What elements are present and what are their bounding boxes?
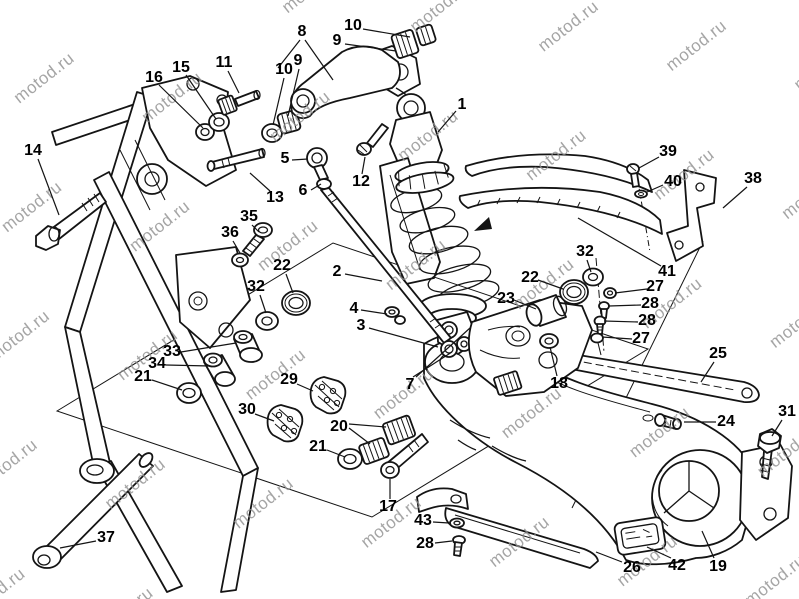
bolt-14: [35, 192, 107, 251]
bolt-11: [217, 89, 261, 116]
cap-18: [539, 333, 559, 349]
bearing-22-left: [281, 290, 311, 316]
bracket-38: [666, 169, 717, 262]
bushing-33: [233, 330, 263, 363]
seal-32-left: [255, 311, 279, 331]
screw-39: [626, 163, 640, 188]
bolt-17: [380, 433, 429, 479]
washer-36: [231, 252, 249, 268]
sleeve-34: [203, 352, 236, 387]
bolt-35: [242, 222, 273, 257]
washer-43: [449, 517, 465, 529]
bolt-28-bottom: [452, 535, 466, 557]
bolt-24: [654, 413, 682, 430]
seal-32-right: [582, 267, 604, 287]
rod-37: [32, 452, 154, 569]
washer-40: [634, 189, 648, 199]
pin-13: [206, 147, 266, 172]
seal-21-right: [337, 448, 363, 470]
needle-bearings-20: [358, 414, 416, 465]
shock-absorber: [379, 93, 500, 355]
spacer-23: [525, 294, 568, 327]
chain-direction-arrow: [474, 217, 492, 231]
bearing-22-right: [559, 279, 589, 305]
washers-9-10: [261, 109, 302, 143]
bolt-12: [356, 123, 389, 156]
cush-rubber-30: [266, 404, 304, 443]
slider-26: [416, 487, 599, 569]
frame-section: [51, 75, 259, 593]
seal-21-left: [176, 382, 202, 404]
plate-42: [613, 516, 667, 556]
linkage-knuckle: [467, 299, 593, 397]
cush-rubber-29: [309, 376, 347, 415]
